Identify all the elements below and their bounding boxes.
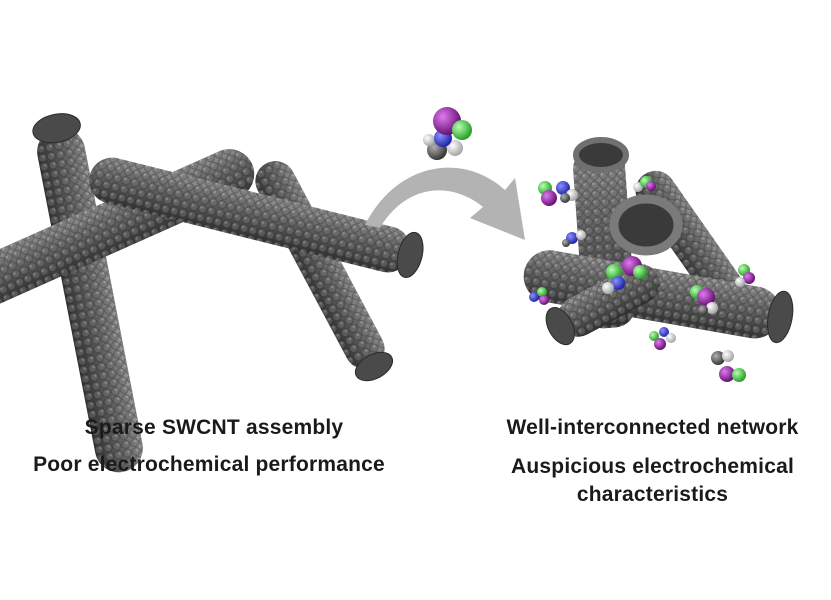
right-caption-subtitle-text: Auspicious electrochemical characteristi…: [511, 455, 794, 506]
left-caption-subtitle: Poor electrochemical performance: [33, 453, 385, 476]
nanotube: [89, 157, 424, 278]
nanotube: [545, 263, 660, 346]
ionic-liquid-molecule: [711, 350, 746, 382]
ionic-liquid-molecule: [538, 181, 578, 206]
curved-arrow: [365, 167, 525, 240]
left-caption-title: Sparse SWCNT assembly: [84, 416, 344, 439]
sparse-swcnt-assembly: [0, 113, 424, 473]
nanotube: [32, 113, 143, 473]
ionic-liquid-molecule: [649, 327, 676, 350]
nanotube: [609, 194, 683, 256]
nanotube: [255, 161, 394, 382]
ionic-liquid-molecule: [423, 107, 472, 160]
ionic-liquid-molecule: [633, 176, 656, 192]
ionic-liquid-molecule: [562, 230, 586, 247]
ionic-liquid-molecule: [690, 285, 718, 315]
right-caption-title: Well-interconnected network: [506, 416, 799, 439]
ionic-liquid-molecule: [602, 256, 647, 294]
interconnected-swcnt-network: [523, 137, 794, 382]
right-caption-subtitle: Auspicious electrochemical characteristi…: [480, 453, 825, 509]
ionic-liquid-molecule: [529, 287, 549, 305]
ionic-liquid-molecule: [735, 264, 755, 287]
